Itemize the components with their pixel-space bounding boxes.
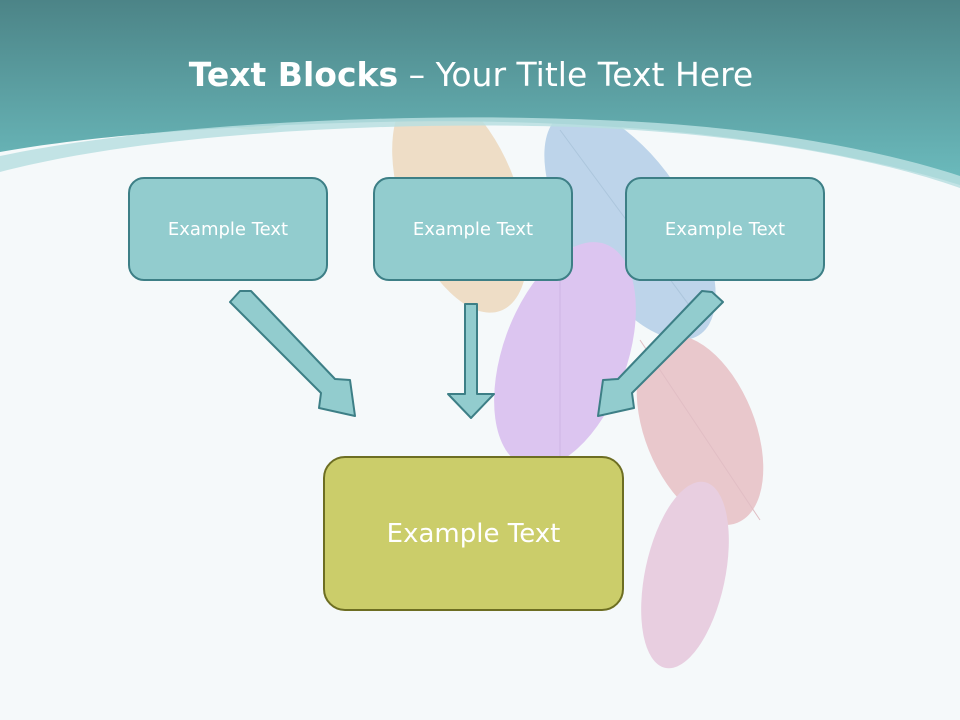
- text-block-2[interactable]: Example Text: [373, 177, 573, 281]
- target-block[interactable]: Example Text: [323, 456, 624, 611]
- title-bold: Text Blocks: [188, 55, 399, 94]
- page-title: Text Blocks – Your Title Text Here: [0, 52, 942, 98]
- arrows: [229, 290, 724, 419]
- arrow-center: [447, 303, 495, 419]
- text-block-3[interactable]: Example Text: [625, 177, 825, 281]
- text-block-1[interactable]: Example Text: [128, 177, 328, 281]
- arrow-right: [597, 290, 724, 417]
- header-wave: [0, 117, 960, 188]
- arrow-left: [229, 290, 356, 417]
- title-rest: – Your Title Text Here: [408, 55, 754, 94]
- header-band: [0, 0, 960, 185]
